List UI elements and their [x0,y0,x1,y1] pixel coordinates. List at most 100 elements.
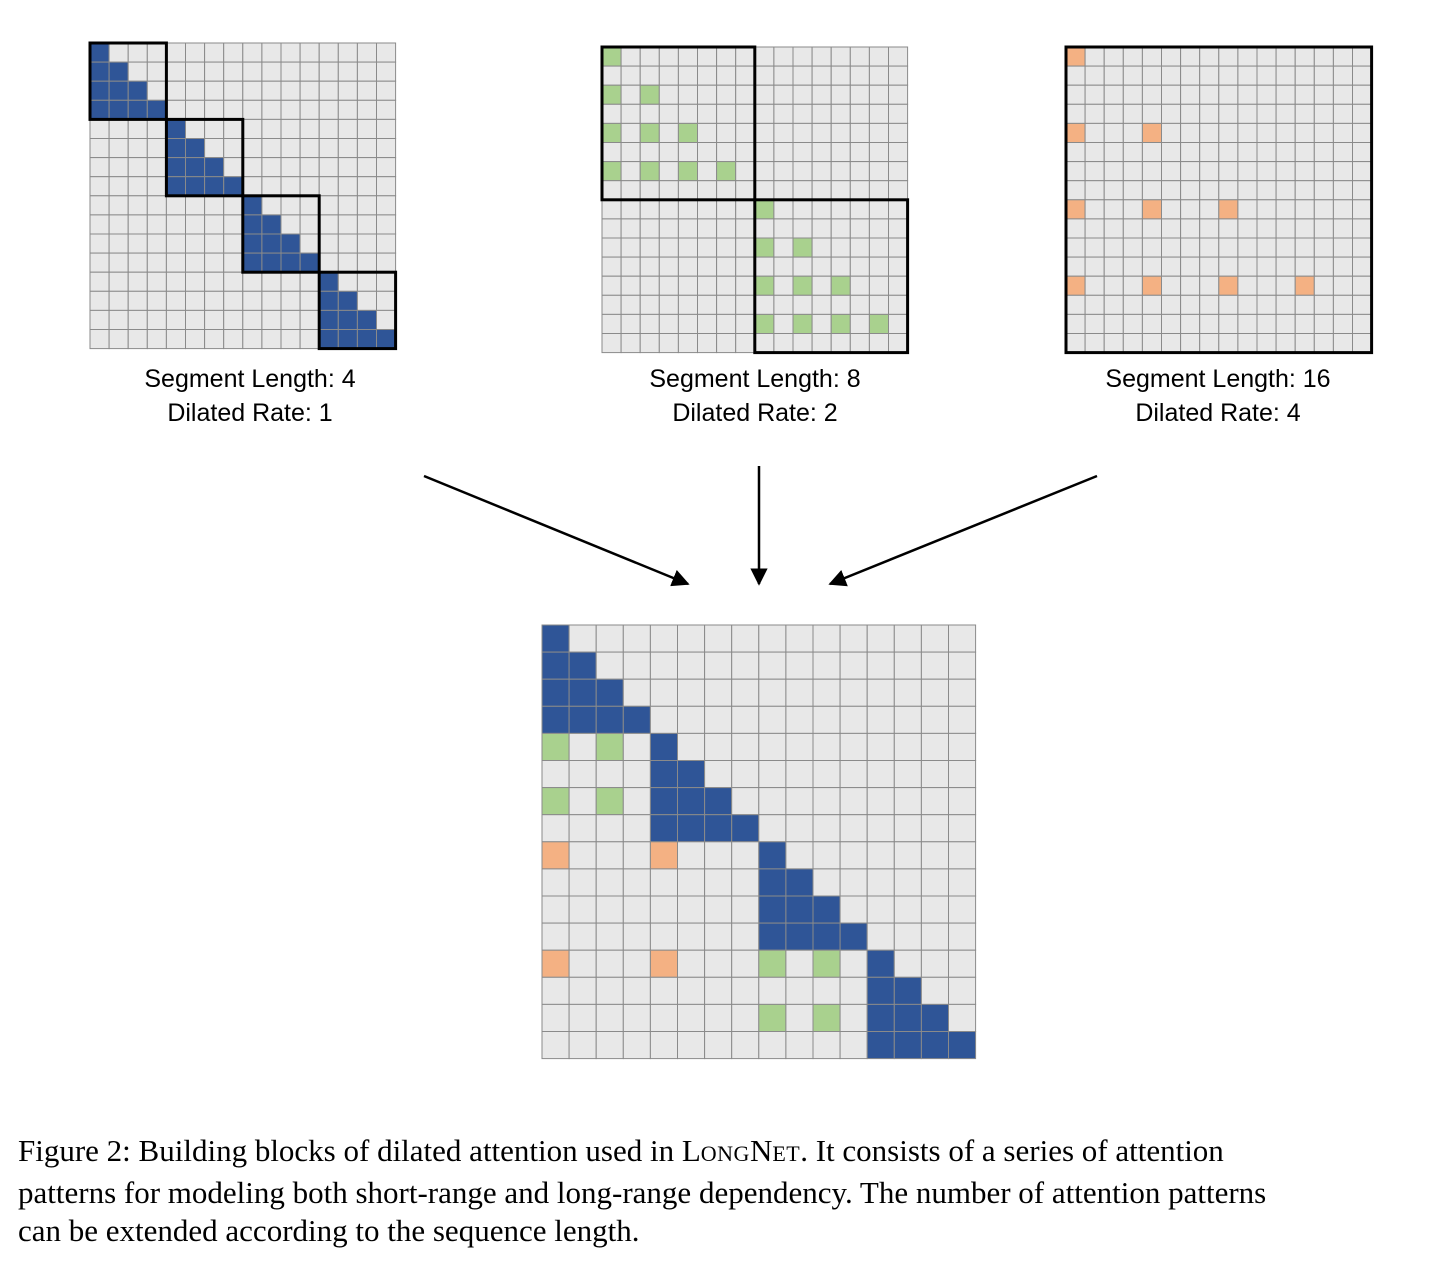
attention-cell [1122,46,1143,67]
attention-cell-active [830,313,851,334]
attention-cell [849,313,870,334]
attention-cell [811,122,832,144]
attention-cell [1256,161,1277,182]
attention-cell [773,65,794,86]
attention-cell [1199,199,1220,220]
attention-cell [731,760,760,789]
attention-cell [1065,294,1086,315]
attention-cell [1199,142,1220,163]
attention-cell [754,161,775,182]
attention-cell-active [677,122,699,144]
attention-cell [785,705,814,734]
attention-cell [1352,333,1373,354]
attention-cell [1237,65,1258,86]
attention-cell [758,1031,787,1060]
attention-cell [754,256,775,277]
attention-cell [677,84,699,105]
attention-cell [658,84,679,105]
attention-cell [893,922,922,951]
attention-cell [731,732,760,762]
attention-cell [620,256,641,277]
attention-cell [716,84,737,105]
attention-cell [376,138,397,159]
attention-cell [165,195,186,216]
attention-cell [108,195,129,216]
attention-cell [568,1031,597,1060]
attention-cell [1103,218,1124,239]
attention-cell [1218,122,1239,144]
attention-cell [1161,237,1182,258]
attention-cell [318,176,339,197]
attention-cell [299,195,320,216]
attention-cell-active [261,252,282,273]
attention-cell [849,180,870,201]
attention-cell [697,237,718,258]
attention-cell-active [649,814,679,843]
attention-cell-active [639,84,660,105]
attention-cell [620,103,641,124]
attention-cell [697,199,718,220]
attention-cell [792,46,813,67]
attention-cell-active [893,1031,922,1060]
attention-cell [639,46,660,67]
attention-cell [830,199,851,220]
attention-cell [185,99,206,120]
attention-cell [620,333,641,354]
attention-cell [601,65,622,86]
attention-cell [261,42,282,63]
attention-cell [812,787,841,816]
attention-cell-active [639,161,660,182]
attention-cell [812,976,841,1005]
attention-cell [785,678,814,707]
attention-cell [1103,161,1124,182]
segment-border [600,45,757,202]
pattern-2-segment-length: Segment Length: 8 [649,365,861,393]
attention-cell [704,732,733,762]
attention-cell [792,84,813,105]
attention-cell [785,841,814,870]
attention-cell [785,949,814,978]
attention-cell [1237,237,1258,258]
attention-cell-active [622,705,651,734]
attention-cell [1294,84,1315,105]
attention-cell [893,678,922,707]
attention-cell [658,218,679,239]
attention-cell-active [601,122,622,144]
attention-cell [830,65,851,86]
attention-cell [639,142,660,163]
attention-cell [735,256,756,277]
attention-cell-active [866,949,895,978]
attention-cell [785,624,814,653]
attention-cell [948,787,977,816]
attention-cell [1313,103,1334,124]
attention-cell [716,218,737,239]
attention-cell [773,180,794,201]
attention-cell [242,290,263,311]
attention-cell [754,180,775,201]
attention-cell [1161,180,1182,201]
attention-cell [223,252,244,273]
attention-cell [704,624,733,653]
attention-cell [1180,313,1201,334]
attention-cell [541,868,570,897]
attention-cell [620,84,641,105]
attention-cell [376,42,397,63]
attention-cell [356,157,377,178]
attention-cell [868,122,890,144]
attention-cell [601,142,622,163]
attention-cell [1275,161,1296,182]
attention-cell [242,99,263,120]
attention-cell [1275,65,1296,86]
attention-cell [812,814,841,843]
attention-cell [639,333,660,354]
attention-cell [731,976,760,1005]
attention-cell [204,80,225,101]
attention-cell [1218,65,1239,86]
attention-cell [1294,46,1315,67]
attention-cell [1122,180,1143,201]
attention-cell [242,42,263,63]
attention-cell [89,118,110,140]
attention-cell [1103,84,1124,105]
attention-cell [595,624,624,653]
attention-cell [677,976,706,1005]
